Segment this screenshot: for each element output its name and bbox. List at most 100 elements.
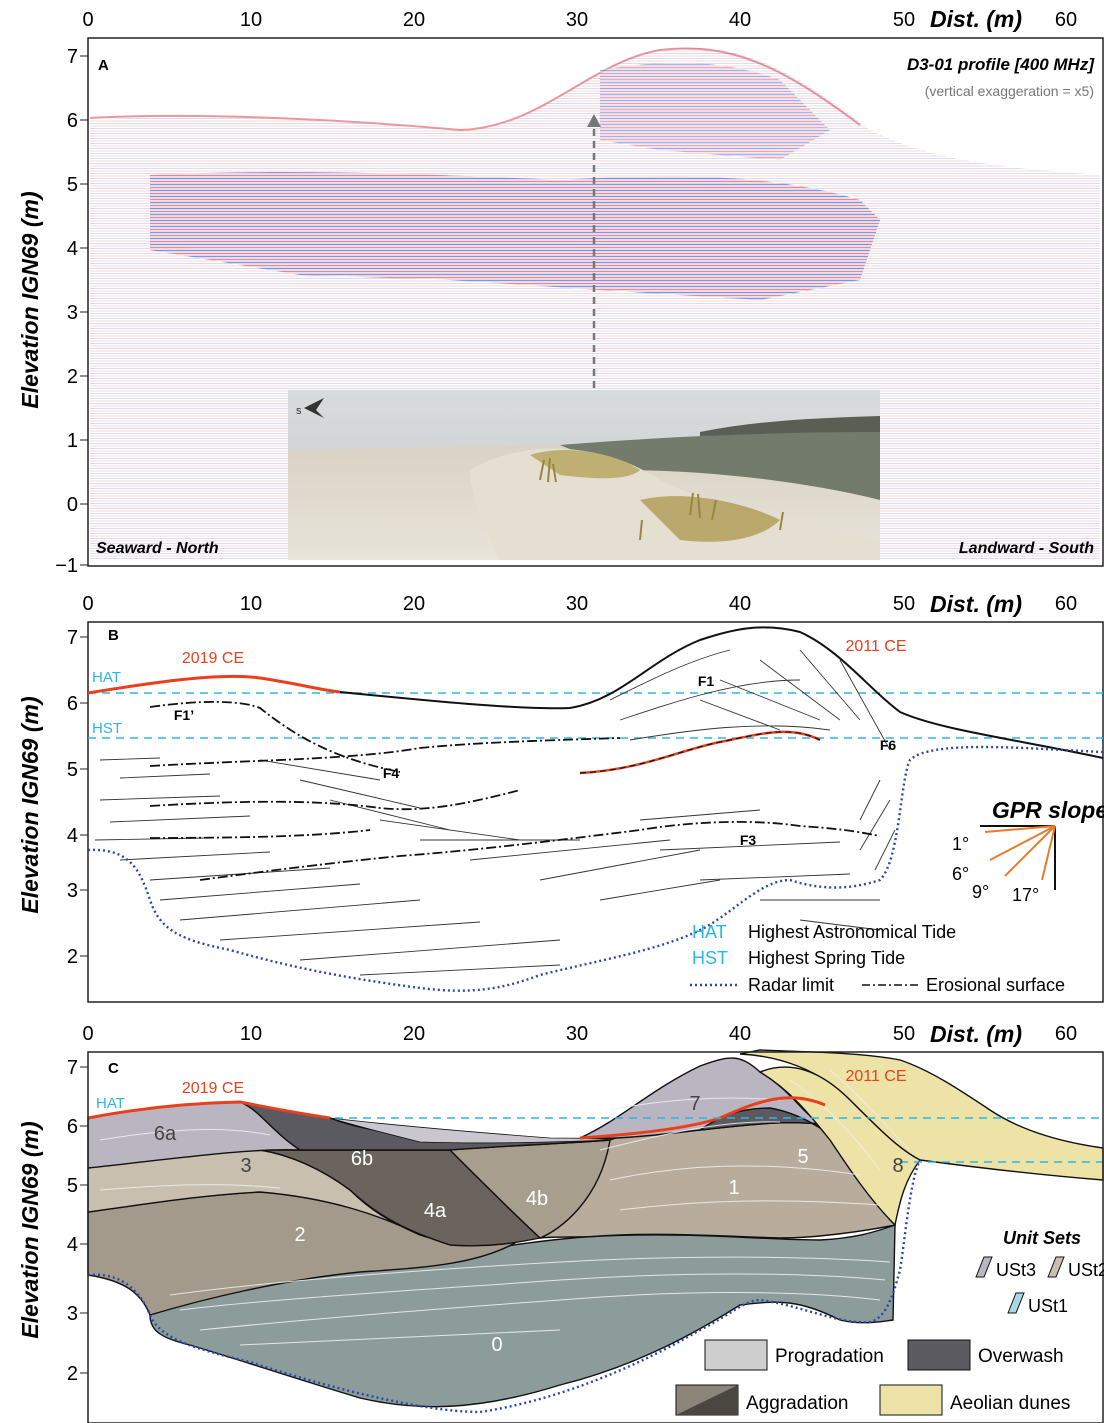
- unit-label: 5: [797, 1146, 808, 1168]
- y-tick: 7: [67, 46, 78, 68]
- gpr-slope-legend: GPR slope 1° 6° 9° 17°: [952, 797, 1104, 905]
- erosional-surfaces: [149, 700, 881, 881]
- ce-2019-label: 2019 CE: [182, 650, 244, 667]
- feature-f1-prime: F1’: [174, 707, 194, 723]
- x-tick: 20: [403, 593, 425, 615]
- y-tick: 3: [67, 880, 78, 902]
- unit-label: 1: [728, 1177, 739, 1199]
- x-tick: 40: [729, 9, 751, 31]
- panel-c-x-axis: 0 10 20 30 40 50 60 Dist. (m): [82, 1021, 1077, 1047]
- ce-2019-label: 2019 CE: [182, 1080, 244, 1097]
- gpr-surface: [89, 47, 861, 132]
- feature-f6: F6: [880, 737, 897, 753]
- panel-letter: A: [98, 57, 109, 74]
- x-tick: 50: [893, 9, 915, 31]
- erosional-2011: [579, 731, 821, 774]
- radar-limit-line: [87, 745, 1104, 992]
- y-tick: 4: [67, 1234, 78, 1256]
- x-tick: 0: [82, 9, 93, 31]
- overwash-swatch: [907, 1339, 971, 1371]
- y-tick: 2: [67, 946, 78, 968]
- panel-c: 0 10 20 30 40 50 60 Dist. (m): [17, 1021, 1104, 1423]
- unit-label: 3: [240, 1155, 251, 1177]
- y-axis-title: Elevation IGN69 (m): [17, 1121, 43, 1338]
- x-axis-title: Dist. (m): [930, 6, 1022, 32]
- y-tick: 6: [67, 1116, 78, 1138]
- y-tick: 6: [67, 110, 78, 132]
- gpr-reflector-band: [150, 172, 880, 300]
- seaward-label: Seaward - North: [96, 540, 219, 557]
- x-tick: 40: [729, 593, 751, 615]
- x-tick: 60: [1055, 593, 1077, 615]
- x-tick: 0: [82, 1023, 93, 1045]
- legend-hat-text: Highest Astronomical Tide: [748, 922, 956, 942]
- x-tick: 20: [403, 1023, 425, 1045]
- panel-c-y-axis: 7 6 5 4 3 2: [67, 1057, 88, 1385]
- y-axis-title: Elevation IGN69 (m): [17, 191, 43, 408]
- dunes-label: Aeolian dunes: [950, 1393, 1070, 1414]
- y-tick: −1: [55, 555, 78, 577]
- progradation-label: Progradation: [775, 1346, 884, 1367]
- unit-label: 6b: [351, 1148, 373, 1170]
- unit-labels: 6a 6b 7 5 8 3 4a 4b 1 2 0: [154, 1093, 904, 1356]
- legend-radar: Radar limit: [748, 975, 834, 995]
- y-tick: 5: [67, 174, 78, 196]
- legend-hat-code: HAT: [692, 922, 727, 942]
- x-axis-title: Dist. (m): [930, 1021, 1022, 1047]
- unit-label: 6a: [154, 1123, 177, 1145]
- x-tick: 30: [566, 1023, 588, 1045]
- ust1-swatch: [1007, 1292, 1025, 1314]
- y-tick: 6: [67, 693, 78, 715]
- y-tick: 5: [67, 1175, 78, 1197]
- x-tick: 30: [566, 593, 588, 615]
- legend-hst-code: HST: [692, 948, 728, 968]
- field-photo: s: [288, 390, 880, 560]
- x-tick: 0: [82, 593, 93, 615]
- ust3-swatch: [975, 1256, 993, 1278]
- x-tick: 40: [729, 1023, 751, 1045]
- unit-label: 0: [491, 1334, 502, 1356]
- x-axis-title: Dist. (m): [930, 591, 1022, 617]
- y-tick: 3: [67, 1303, 78, 1325]
- y-tick: 7: [67, 627, 78, 649]
- unit-6b: [239, 1101, 611, 1151]
- hst-label: HST: [92, 720, 122, 737]
- y-tick: 0: [67, 494, 78, 516]
- compass-icon: [304, 398, 324, 418]
- slope-9: 9°: [972, 882, 989, 902]
- vertical-exaggeration: (vertical exaggeration = x5): [925, 83, 1094, 99]
- feature-f1: F1: [698, 673, 715, 689]
- x-tick: 50: [893, 593, 915, 615]
- overwash-label: Overwash: [978, 1346, 1064, 1367]
- panel-b-frame: [87, 621, 1104, 1003]
- y-tick: 4: [67, 238, 78, 260]
- ust2-swatch: [1047, 1256, 1065, 1278]
- gpr-slope-title: GPR slope: [992, 797, 1104, 823]
- legend-erosional: Erosional surface: [926, 975, 1065, 995]
- panel-c-frame: [87, 1051, 1104, 1423]
- x-tick: 10: [240, 1023, 262, 1045]
- gpr-dune-reflectors: [600, 62, 830, 161]
- y-tick: 5: [67, 759, 78, 781]
- ust3-label: USt3: [996, 1260, 1036, 1280]
- y-tick: 1: [67, 430, 78, 452]
- hat-label: HAT: [96, 1095, 125, 1112]
- x-tick: 60: [1055, 9, 1077, 31]
- ce-2011-label: 2011 CE: [845, 638, 906, 655]
- unit-laminae: [99, 1069, 911, 1346]
- ust2-label: USt2: [1068, 1260, 1104, 1280]
- y-tick: 4: [67, 825, 78, 847]
- dunes-swatch: [879, 1384, 943, 1416]
- panel-b-y-axis: 7 6 5 4 3 2: [67, 627, 88, 968]
- slope-6: 6°: [952, 864, 969, 884]
- unit-label: 8: [892, 1155, 903, 1177]
- feature-f4: F4: [383, 765, 400, 781]
- panel-a: 0 10 20 30 40 50 60 Dist. (m) s: [17, 6, 1104, 577]
- panel-a-y-axis: 7 6 5 4 3 2 1 0 −1: [55, 46, 88, 577]
- y-tick: 3: [67, 302, 78, 324]
- legend-hst-text: Highest Spring Tide: [748, 948, 905, 968]
- y-tick: 7: [67, 1057, 78, 1079]
- surface-2011: [579, 730, 821, 775]
- landward-label: Landward - South: [959, 540, 1094, 557]
- unit-sets-legend: Unit Sets USt3 USt2 USt1: [975, 1228, 1104, 1316]
